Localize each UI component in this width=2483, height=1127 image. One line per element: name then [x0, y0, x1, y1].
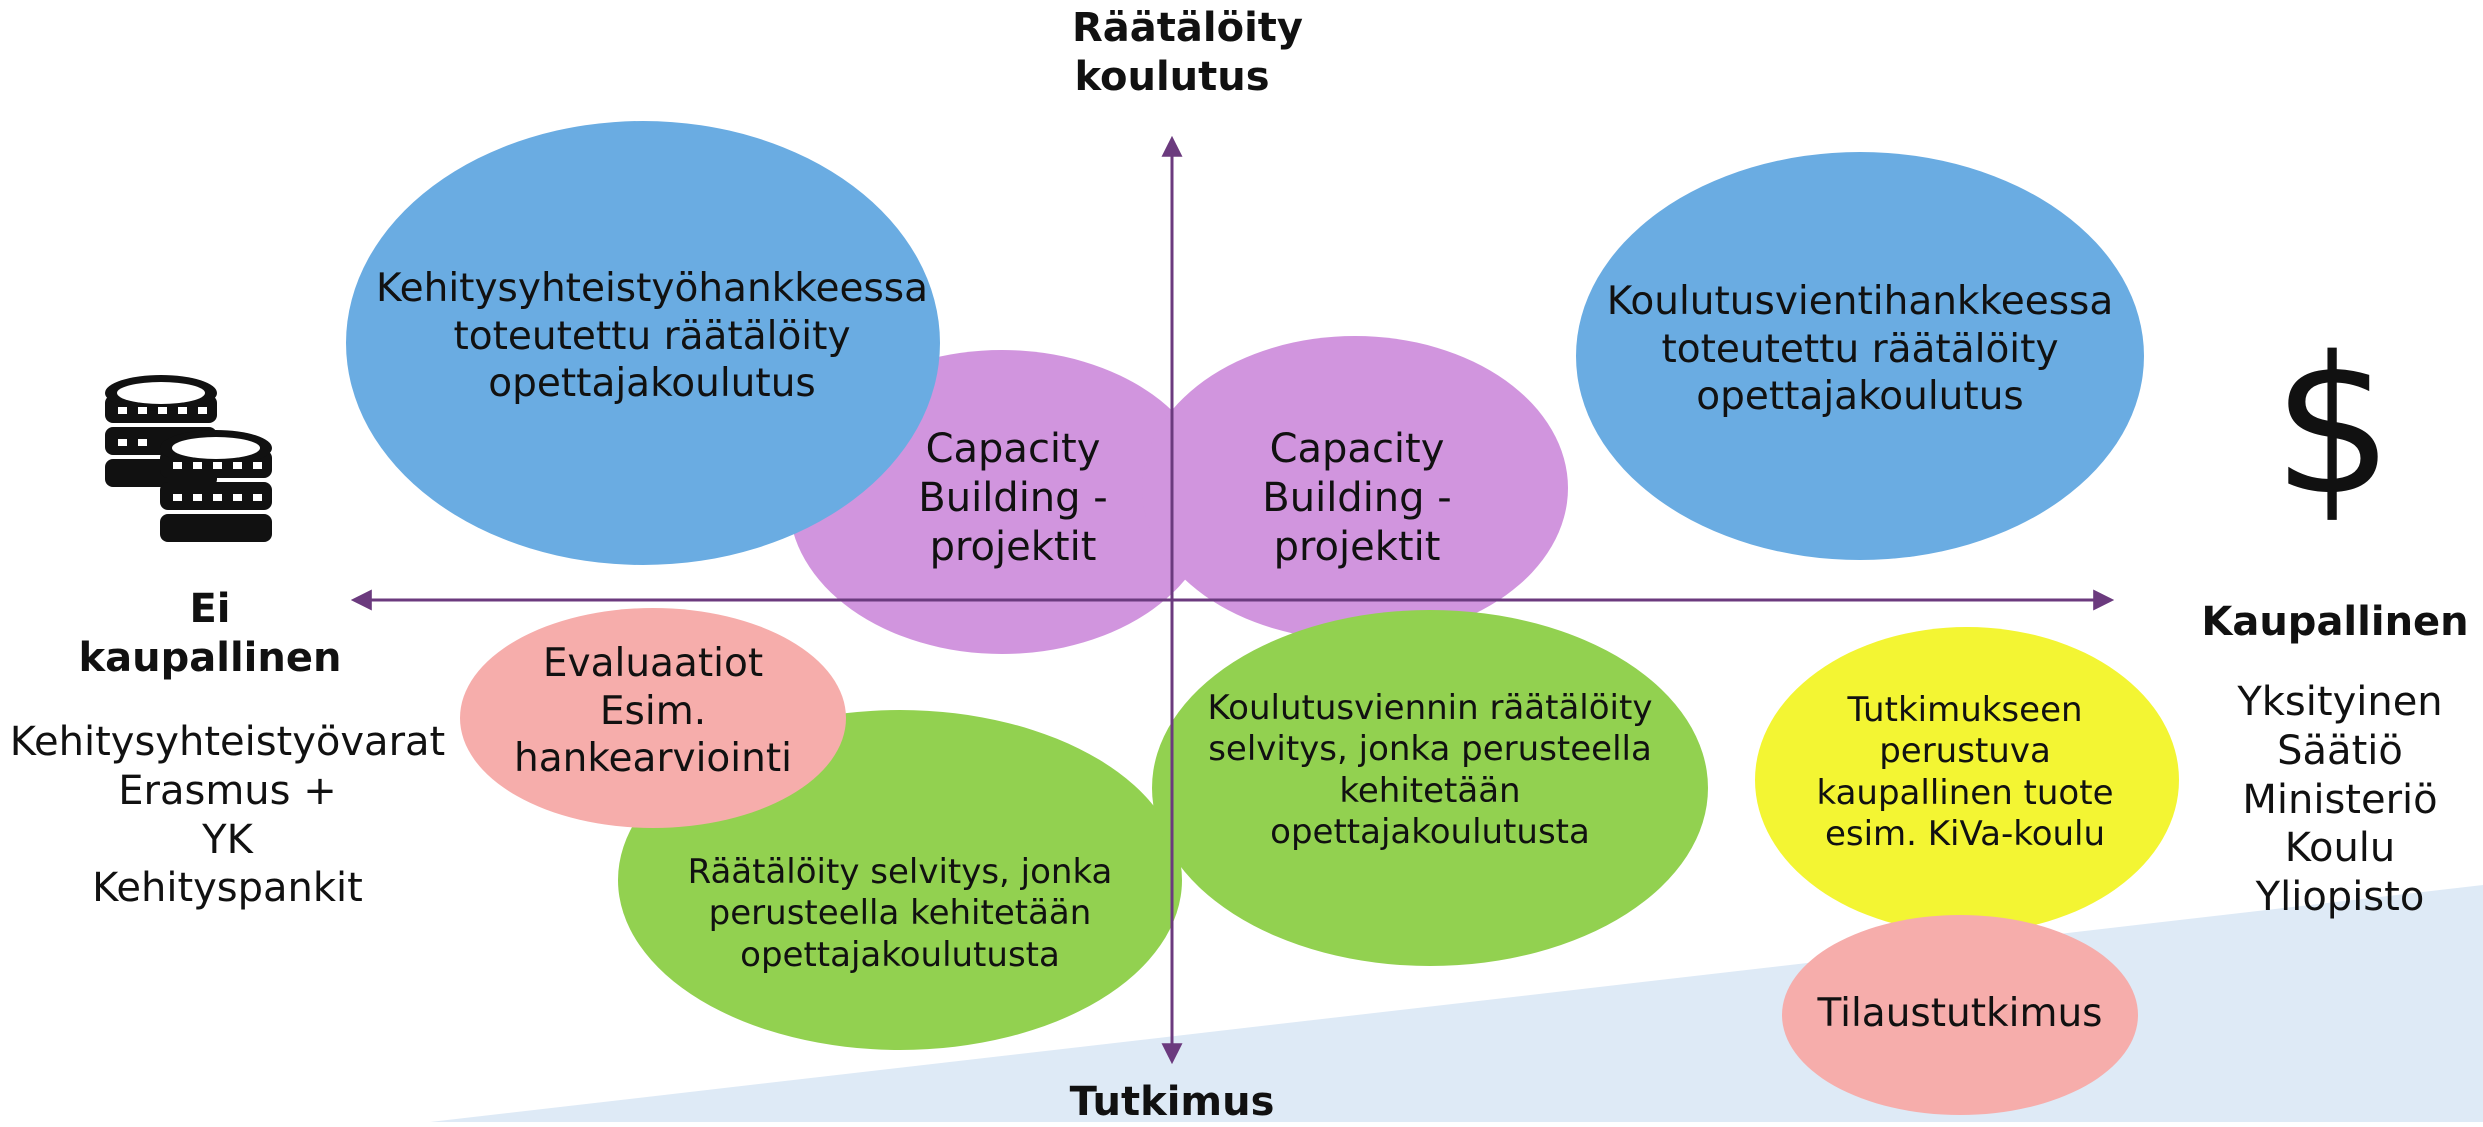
bubble-line: Esim. — [599, 688, 707, 734]
bubble-line: Capacity — [1269, 426, 1445, 472]
bubble-export-training-shape — [1576, 152, 2144, 560]
bubble-line: opettajakoulutus — [488, 361, 816, 407]
funding-item-4: Kehityspankit — [92, 865, 363, 912]
axis-label-top-line2: koulutus — [1074, 53, 1270, 100]
bubble-export-survey: Koulutusviennin räätälöity selvitys, jon… — [1180, 688, 1680, 854]
bubble-line: opettajakoulutusta — [740, 934, 1060, 975]
bubble-line: Tutkimukseen — [1847, 690, 2083, 730]
bubble-export-training: Koulutusvientihankkeessa toteutettu räät… — [1560, 278, 2160, 421]
bubble-line: Tilaustutkimus — [1817, 991, 2103, 1036]
bubble-line: Kehitysyhteistyöhankkeessa — [376, 266, 928, 311]
bubble-line: kaupallinen tuote — [1816, 772, 2114, 813]
bubble-line: kehitetään — [1339, 770, 1521, 811]
bubble-line: perustuva — [1879, 731, 2051, 772]
axis-label-left-line1: Ei — [189, 586, 231, 632]
bubble-line: toteutettu räätälöity — [453, 313, 851, 359]
client-item-4: Koulu — [2284, 825, 2396, 872]
funding-item-1: Kehitysyhteistyövarat — [9, 719, 446, 765]
bubble-line: selvitys, jonka perusteella — [1208, 729, 1652, 770]
funding-item-3: YK — [202, 816, 253, 863]
axis-label-left: Ei kaupallinen — [60, 585, 360, 683]
bubble-line: Räätälöity selvitys, jonka — [687, 852, 1113, 892]
axis-label-left-line2: kaupallinen — [78, 634, 342, 681]
bubble-line: Evaluaatiot — [542, 641, 764, 686]
client-item-2: Säätiö — [2277, 727, 2403, 774]
funding-list-left: Kehitysyhteistyövarat Erasmus + YK Kehit… — [0, 718, 455, 913]
client-item-5: Yliopisto — [2255, 874, 2425, 921]
coins-stack-icon — [105, 375, 272, 542]
bubble-capacity-left: Capacity Building - projektit — [898, 425, 1128, 571]
bubble-line: projektit — [1273, 523, 1441, 570]
bubble-line: esim. KiVa-koulu — [1824, 814, 2106, 855]
bubble-line: Building - — [1262, 474, 1452, 521]
axis-label-right: Kaupallinen — [2201, 599, 2469, 645]
bubble-tailored-survey: Räätälöity selvitys, jonka perusteella k… — [665, 852, 1135, 976]
bubble-line: perusteella kehitetään — [708, 893, 1092, 934]
bubble-line: Capacity — [925, 426, 1101, 472]
client-item-1: Yksityinen — [2237, 679, 2443, 725]
axis-label-top-line1: Räätälöity — [1072, 5, 1303, 51]
axis-label-top: Räätälöity koulutus — [1072, 4, 1303, 102]
bubble-line: opettajakoulutus — [1696, 374, 2024, 420]
bubble-line: projektit — [929, 523, 1097, 570]
bubble-dev-coop-training: Kehitysyhteistyöhankkeessa toteutettu rä… — [352, 265, 952, 408]
axis-label-bottom: Tutkimus — [1069, 1079, 1275, 1125]
bubble-capacity-right: Capacity Building - projektit — [1242, 425, 1472, 571]
bubble-evaluations-shape — [460, 608, 846, 828]
funding-list-right: Yksityinen Säätiö Ministeriö Koulu Yliop… — [2210, 678, 2470, 922]
bubble-research-product: Tutkimukseen perustuva kaupallinen tuote… — [1780, 690, 2150, 856]
bubble-line: Building - — [918, 474, 1108, 521]
funding-item-2: Erasmus + — [118, 767, 337, 814]
dollar-sign-icon: $ — [2273, 316, 2394, 537]
bubble-line: Koulutusviennin räätälöity — [1207, 688, 1653, 728]
bubble-commissioned-shape — [1782, 915, 2138, 1115]
client-item-3: Ministeriö — [2242, 776, 2438, 823]
bubble-capacity-right-shape — [1142, 336, 1568, 640]
bubble-line: opettajakoulutusta — [1270, 812, 1590, 853]
bubble-evaluations: Evaluaatiot Esim. hankearviointi — [483, 640, 823, 783]
bubble-research-product-shape — [1755, 627, 2179, 933]
bubble-line: toteutettu räätälöity — [1661, 326, 2059, 372]
bubble-line: hankearviointi — [514, 736, 792, 782]
bubble-dev-coop-shape — [346, 121, 940, 565]
bubble-export-survey-shape — [1152, 610, 1708, 966]
bubble-commissioned: Tilaustutkimus — [1810, 990, 2110, 1038]
bubble-line: Koulutusvientihankkeessa — [1606, 279, 2114, 324]
